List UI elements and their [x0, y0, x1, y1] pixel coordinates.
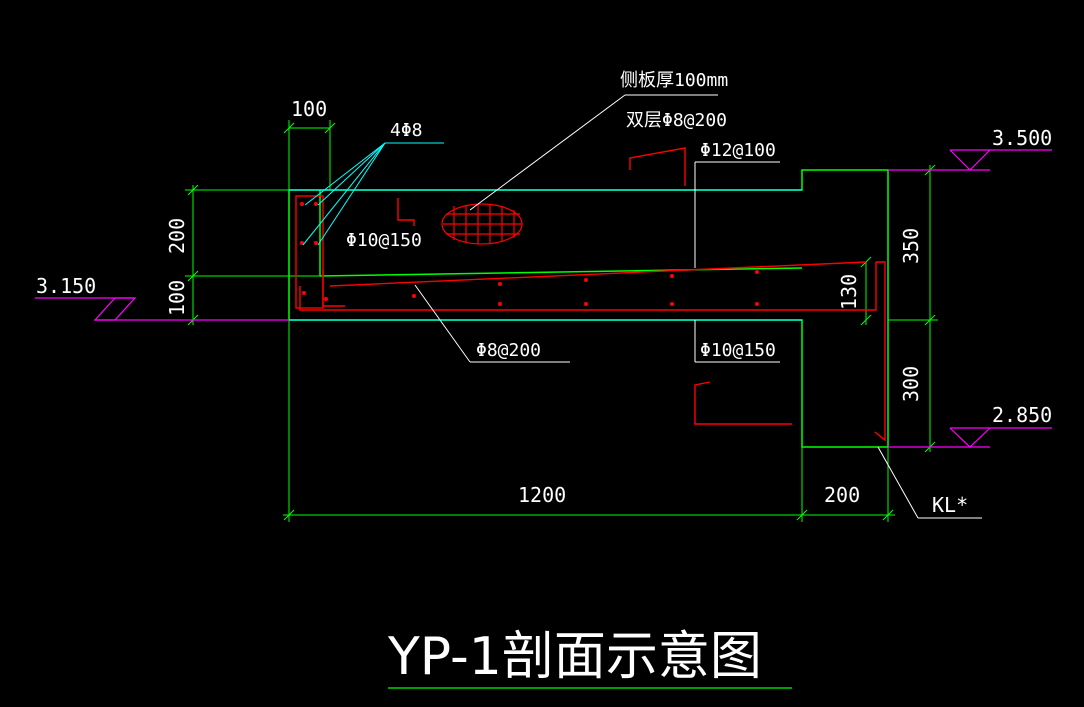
elev-3150: 3.150 [36, 274, 96, 298]
note-beam-label: KL* [932, 493, 968, 517]
elevation-marks [35, 149, 1052, 448]
dim-lower-height: 100 [165, 280, 189, 316]
note-slab-bottom-bars: Φ8@200 [476, 340, 541, 361]
drawing-title: YP-1剖面示意图 [387, 627, 762, 687]
note-top-bars-beam: Φ12@100 [700, 140, 776, 161]
elev-3500: 3.500 [992, 126, 1052, 150]
concrete-outline [288, 169, 889, 448]
note-bottom-bars-beam: Φ10@150 [700, 340, 776, 361]
dim-slab-thickness: 130 [837, 274, 861, 310]
dim-top-width: 100 [291, 97, 327, 121]
mesh-ellipse [441, 203, 523, 245]
dim-beam-lower: 300 [899, 366, 923, 402]
note-side-panel: 侧板厚100mm [620, 70, 728, 91]
leaders [414, 94, 982, 519]
cyan-lines [289, 189, 802, 321]
corner-bar-leaders [302, 142, 444, 246]
dim-beam-width: 200 [824, 483, 860, 507]
rebar-dots [300, 202, 759, 306]
note-corner-bars: 4Φ8 [390, 120, 423, 141]
rebar [295, 147, 886, 442]
dimension-lines [185, 120, 938, 522]
labels: 3.500 3.150 2.850 100 200 100 350 300 13… [36, 70, 1052, 517]
elev-2850: 2.850 [992, 403, 1052, 427]
note-slab-top-bars: Φ10@150 [346, 230, 422, 251]
dim-beam-upper: 350 [899, 228, 923, 264]
dim-upper-height: 200 [165, 218, 189, 254]
note-side-panel-bars: 双层Φ8@200 [626, 110, 727, 131]
dim-span: 1200 [518, 483, 566, 507]
